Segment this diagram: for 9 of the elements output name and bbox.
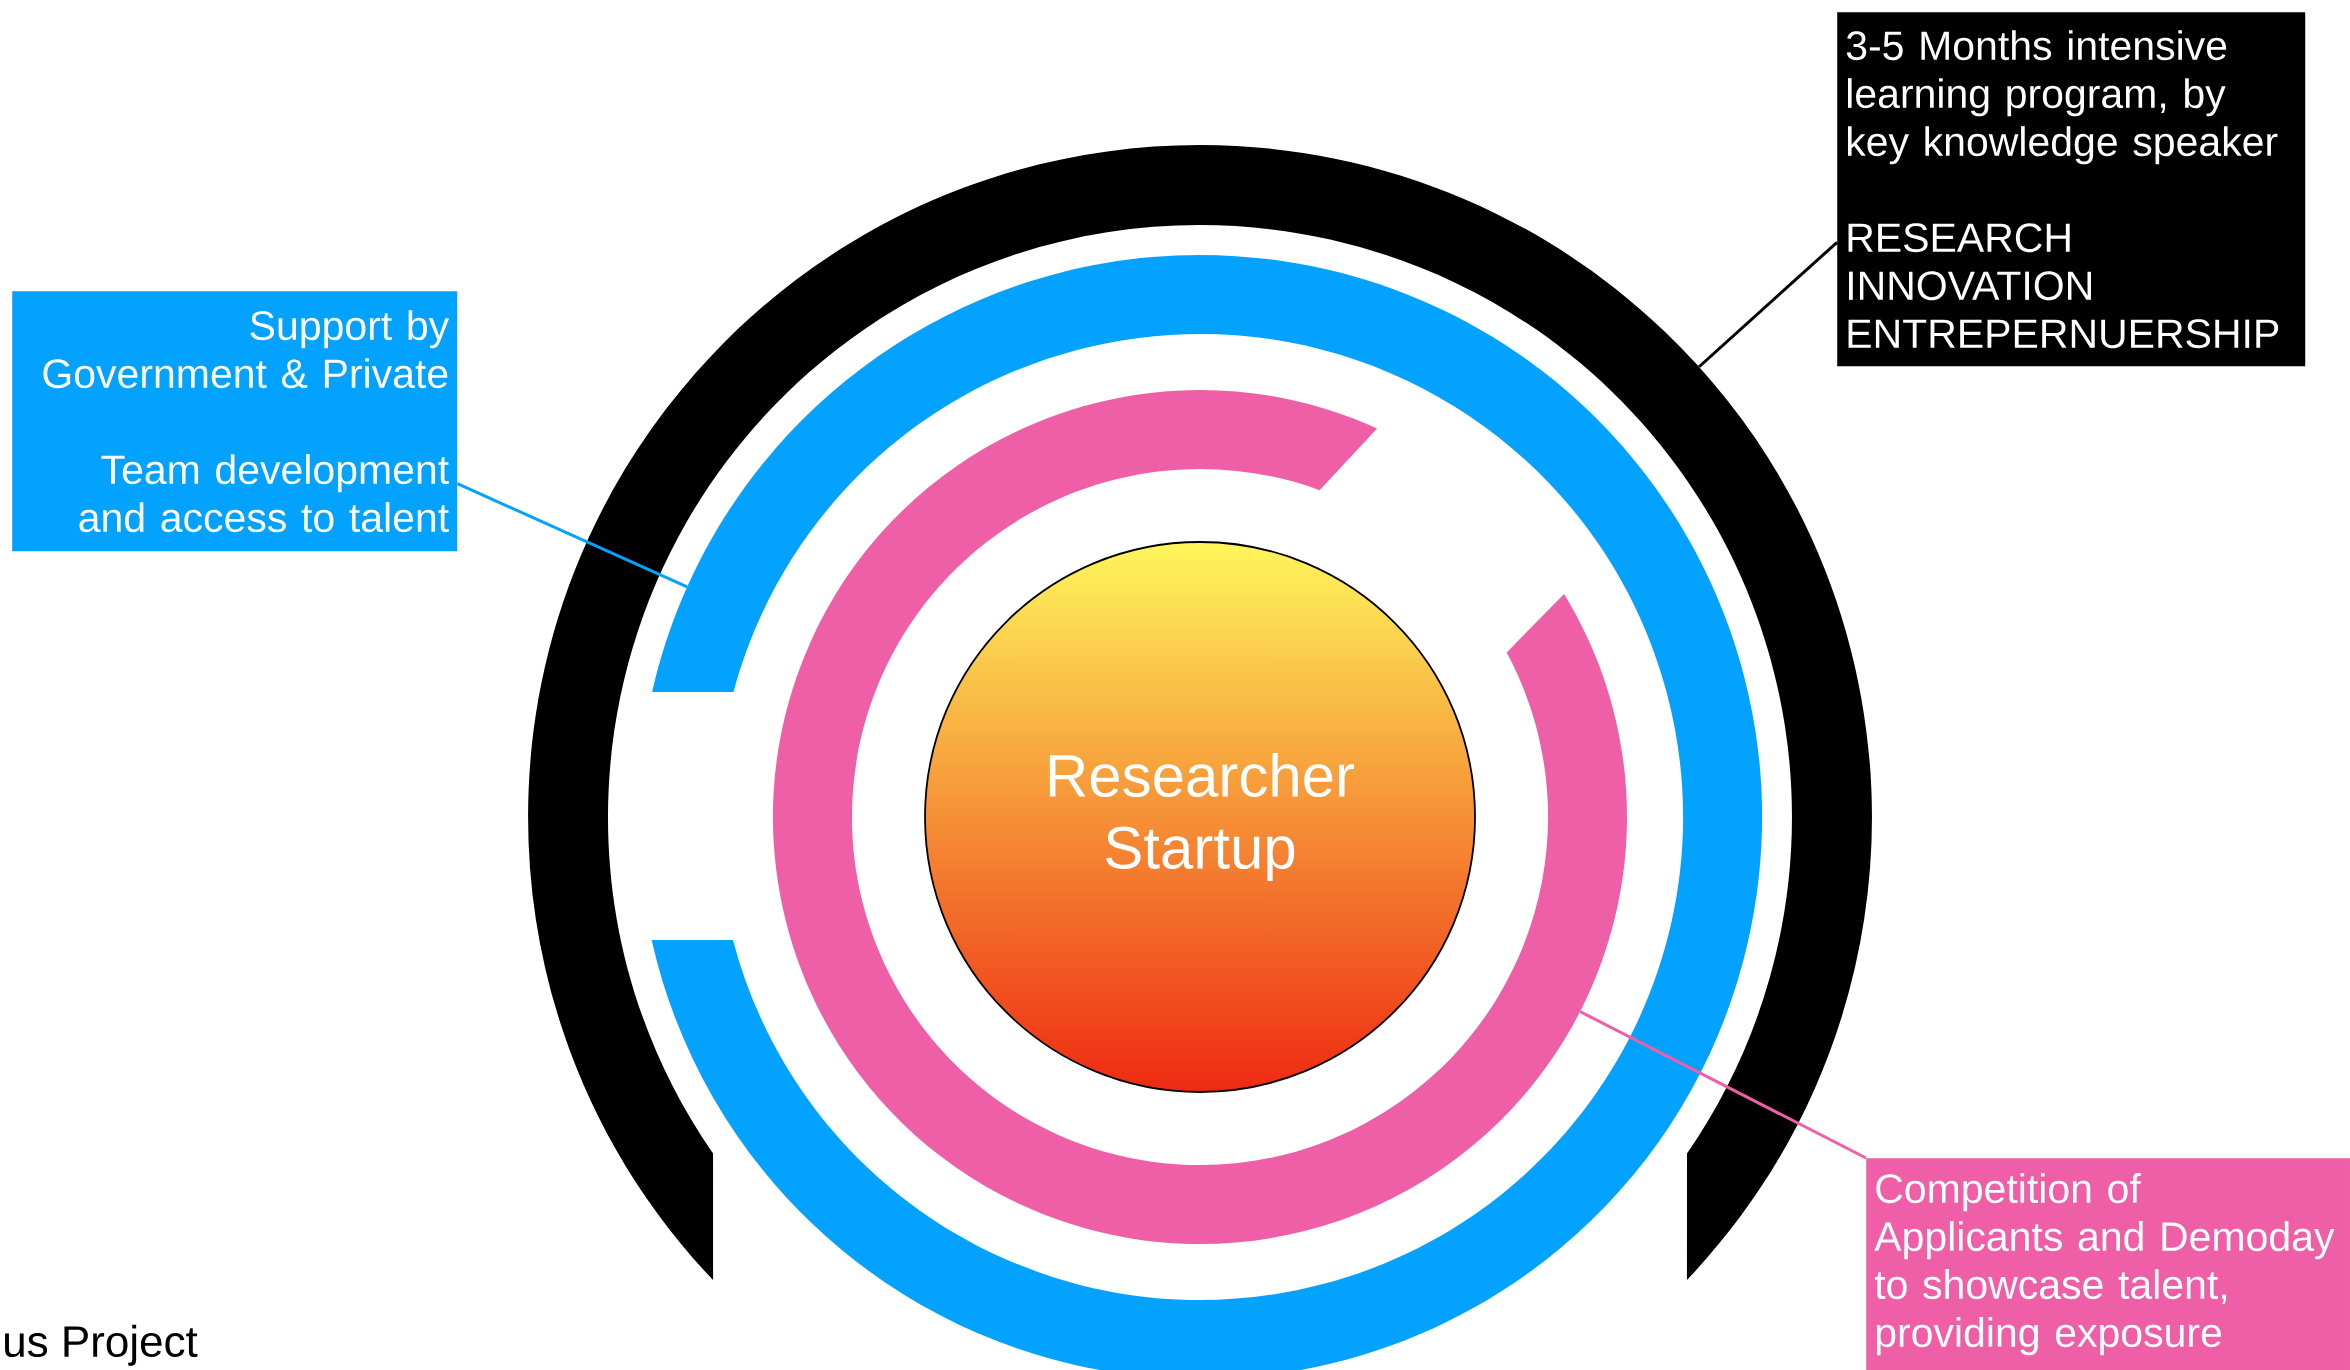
text-box: Competition of Applicants and Demoday to showcase talent, providing exposure xyxy=(1866,1158,2350,1370)
label: us Project xyxy=(5,1324,198,1366)
text-box: Support by Government & Private Team development and access to talent xyxy=(12,291,458,552)
text-box: 3-5 Months intensive learning program, by key knowledge speaker RESEARCH INNOVATION ENTREPERNUERSHIP xyxy=(1837,12,2306,367)
leader-line xyxy=(456,482,688,589)
leader-line xyxy=(1579,1010,1867,1160)
leader-line xyxy=(1698,241,1839,368)
ring-arc xyxy=(651,255,1762,1370)
ring-arc xyxy=(773,390,1627,1244)
